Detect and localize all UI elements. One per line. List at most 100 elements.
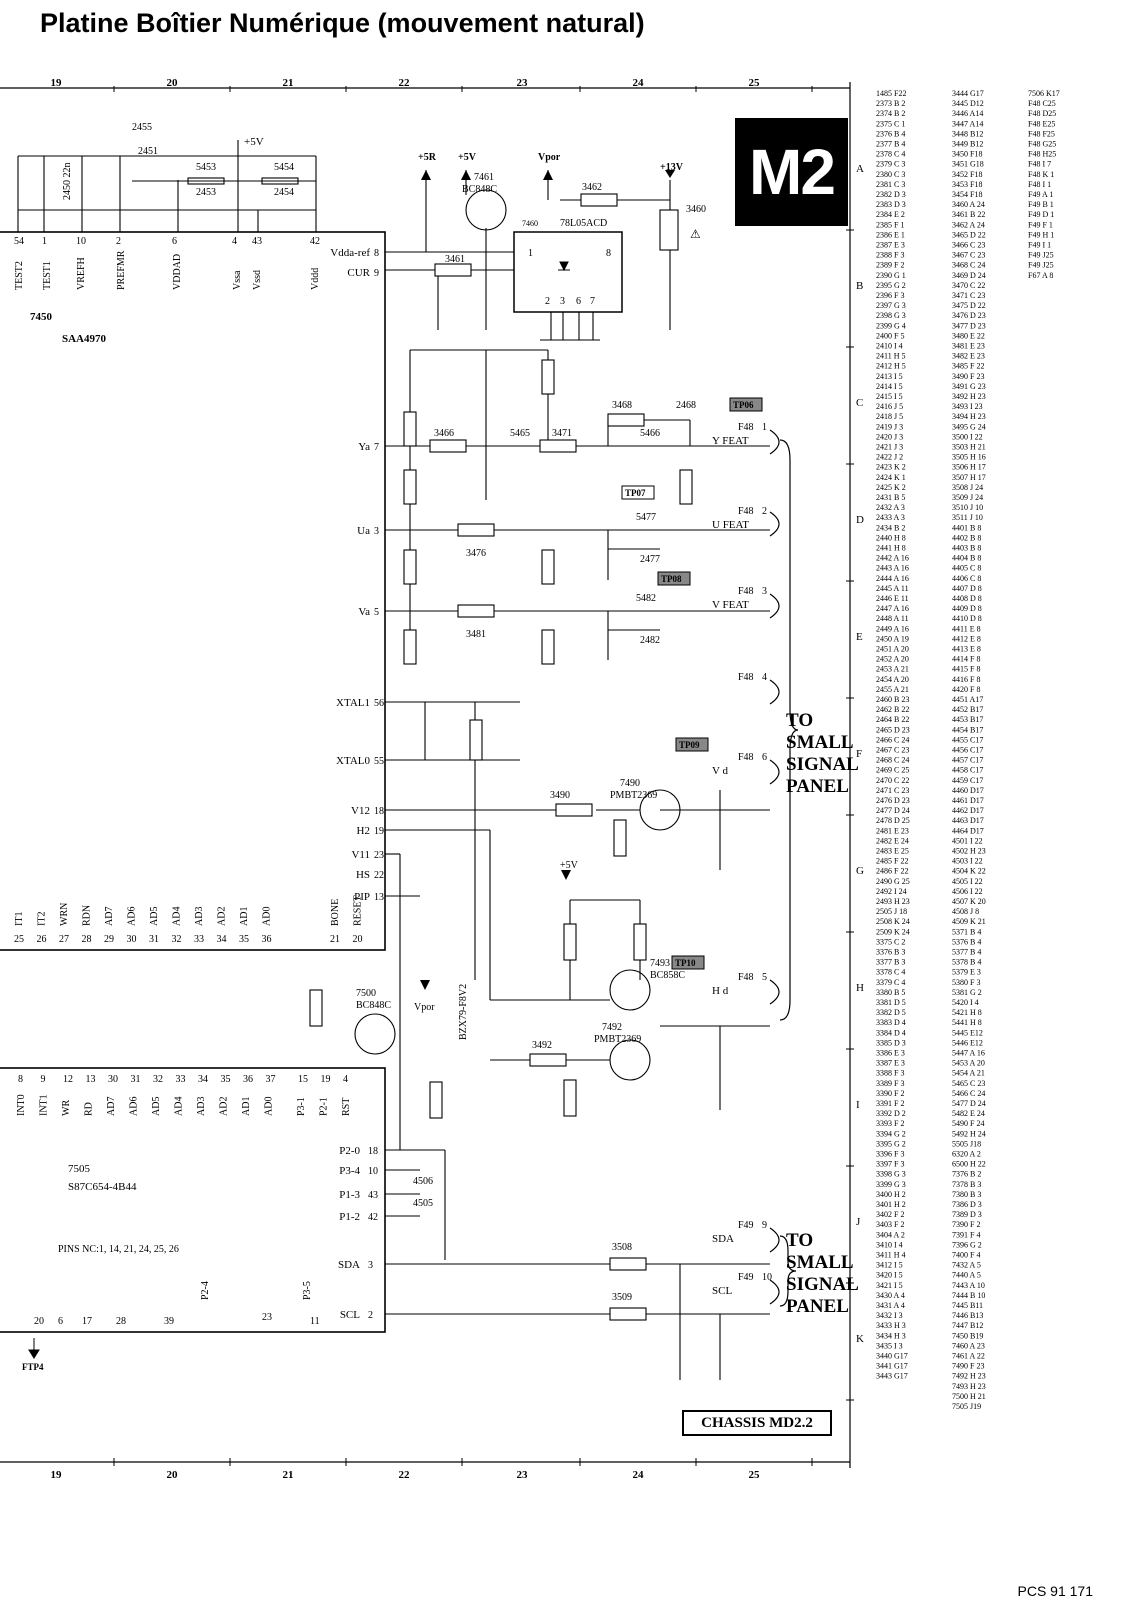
ind-5482-label: 5482: [636, 593, 656, 604]
test-point-label: TP09: [679, 740, 700, 750]
connector-pin: 6: [762, 752, 767, 763]
cap-2450-label: 2450 22n: [62, 163, 73, 201]
xref-entry: 2505 J 18: [876, 907, 907, 916]
xref-entry: 2420 J 3: [876, 432, 903, 441]
ic-7450-pin-number: 28: [82, 934, 92, 945]
xref-entry: 4462 D17: [952, 806, 984, 815]
xref-entry: 2380 C 3: [876, 170, 905, 179]
xref-entry: 7492 H 23: [952, 1372, 986, 1381]
chassis-label: CHASSIS MD2.2: [682, 1410, 832, 1436]
xref-entry: 2432 A 3: [876, 503, 905, 512]
xref-entry: 2397 G 3: [876, 301, 906, 310]
ic-7505-pin-number: 43: [368, 1190, 378, 1201]
xref-entry: 7445 B11: [952, 1301, 983, 1310]
xref-entry: 4410 D 8: [952, 614, 982, 623]
ic-7505-pin-number: 32: [153, 1074, 163, 1085]
test-point-label: TP10: [675, 958, 696, 968]
xref-entry: 3465 D 22: [952, 230, 986, 239]
ic-7450-pin-number: 13: [374, 892, 384, 903]
cap-2454-label: 2454: [274, 187, 294, 198]
test-point-label: TP07: [625, 488, 646, 498]
xref-entry: 3389 F 3: [876, 1079, 904, 1088]
ic-7505-pin-number: 17: [82, 1316, 92, 1327]
ic-7505-nc-note: PINS NC:1, 14, 21, 24, 25, 26: [58, 1244, 179, 1255]
transistor-7493-ref: 7493: [650, 958, 670, 969]
ic-7505-pin-number: 9: [41, 1074, 46, 1085]
ic-7450-pin-name: VREFH: [76, 257, 87, 290]
xref-entry: 4456 C17: [952, 746, 983, 755]
supply-plus5r-label: +5R: [418, 152, 437, 163]
ic-7505-pin-name: P2-1: [319, 1097, 330, 1116]
xref-entry: 4415 F 8: [952, 665, 980, 674]
connector-ref: F48: [738, 506, 754, 517]
xref-entry: 3402 F 2: [876, 1210, 904, 1219]
regulator-pin-7: 7: [590, 296, 595, 307]
xref-entry: 4508 J 8: [952, 907, 979, 916]
xref-entry: 2444 A 16: [876, 574, 909, 583]
xref-entry: 2416 J 5: [876, 402, 903, 411]
ic-7450-pin-number: 32: [172, 934, 182, 945]
ic-7450-pin-number: 7: [374, 442, 379, 453]
xref-entry: 2451 A 20: [876, 645, 909, 654]
xref-entry: 4460 D17: [952, 786, 984, 795]
xref-entry: 3491 G 23: [952, 382, 986, 391]
ic-7450-pin-number: 35: [239, 934, 249, 945]
grid-row-letter: G: [856, 865, 864, 877]
xref-entry: 3381 D 5: [876, 998, 906, 1007]
xref-entry: 3449 B12: [952, 140, 983, 149]
ic-7450-pin-number: 36: [262, 934, 272, 945]
ic-7505-pin-number: 35: [221, 1074, 231, 1085]
ic-7505-pin-number: 8: [18, 1074, 23, 1085]
xref-entry: 3376 B 3: [876, 948, 905, 957]
grid-column-number: 23: [517, 1469, 529, 1481]
ic-7450-pin-name: Vdda-ref: [330, 247, 370, 259]
ic-7505-pin-name: INT0: [16, 1094, 27, 1116]
xref-entry: 2425 K 2: [876, 483, 906, 492]
ic-7505-pin-number: 11: [310, 1316, 320, 1327]
xref-entry: 3387 E 3: [876, 1059, 905, 1068]
xref-entry: 2476 D 23: [876, 796, 910, 805]
ic-7450-pin-name: AD0: [262, 907, 273, 926]
document-code: PCS 91 171: [1017, 1583, 1094, 1599]
xref-entry: 2382 D 3: [876, 190, 906, 199]
xref-entry: F49 J25: [1028, 251, 1054, 260]
grid-column-number: 20: [167, 1469, 179, 1481]
ic-7450-pin-number: 2: [116, 236, 121, 247]
zener-label: BZX79-F8V2: [458, 984, 469, 1040]
ic-7505-pin-number: 6: [58, 1316, 63, 1327]
sync-wiring: [309, 701, 770, 1150]
ic-7450-pin-name: AD5: [149, 907, 160, 926]
xref-entry: 7432 A 5: [952, 1261, 981, 1270]
xref-entry: 4459 C17: [952, 776, 983, 785]
xref-entry: 2450 A 19: [876, 634, 909, 643]
xref-entry: 2462 B 22: [876, 705, 909, 714]
supply-arrows: [421, 170, 675, 180]
cap-2468-label: 2468: [676, 400, 696, 411]
transistor-7461-ref: 7461: [474, 172, 494, 183]
xref-entry: 4416 F 8: [952, 675, 980, 684]
target-line: SIGNAL: [786, 1274, 859, 1295]
xref-entry: F48 C25: [1028, 99, 1056, 108]
xref-entry: 7378 B 3: [952, 1180, 981, 1189]
ic-7505-pin-number: 18: [368, 1146, 378, 1157]
xref-entry: 2493 H 23: [876, 897, 910, 906]
regulator-pin-1: 1: [528, 248, 533, 259]
ic-7505-pin-number: 23: [262, 1312, 272, 1323]
grid-row-letter: J: [856, 1216, 861, 1228]
brace-bottom: [779, 1235, 797, 1307]
ic-7505-pin-number: 36: [243, 1074, 253, 1085]
xref-entry: 4411 E 8: [952, 624, 981, 633]
xref-entry: 2452 A 20: [876, 655, 909, 664]
target-line: SMALL: [786, 1252, 854, 1273]
grid-column-number: 21: [283, 1469, 294, 1481]
xref-entry: 2374 B 2: [876, 109, 905, 118]
connector-target-bottom: TO SMALL SIGNAL PANEL: [786, 1230, 859, 1318]
xref-entry: 4506 I 22: [952, 887, 983, 896]
supply-vpor-label: Vpor: [538, 152, 561, 163]
transistor-7500-part: BC848C: [356, 1000, 391, 1011]
xref-entry: 2381 C 3: [876, 180, 905, 189]
xref-entry: F48 I 7: [1028, 160, 1051, 169]
ic-7450-pin-number: 9: [374, 268, 379, 279]
xref-entry: 7505 J19: [952, 1402, 981, 1411]
ic-7450-pin-name: AD1: [239, 907, 250, 926]
